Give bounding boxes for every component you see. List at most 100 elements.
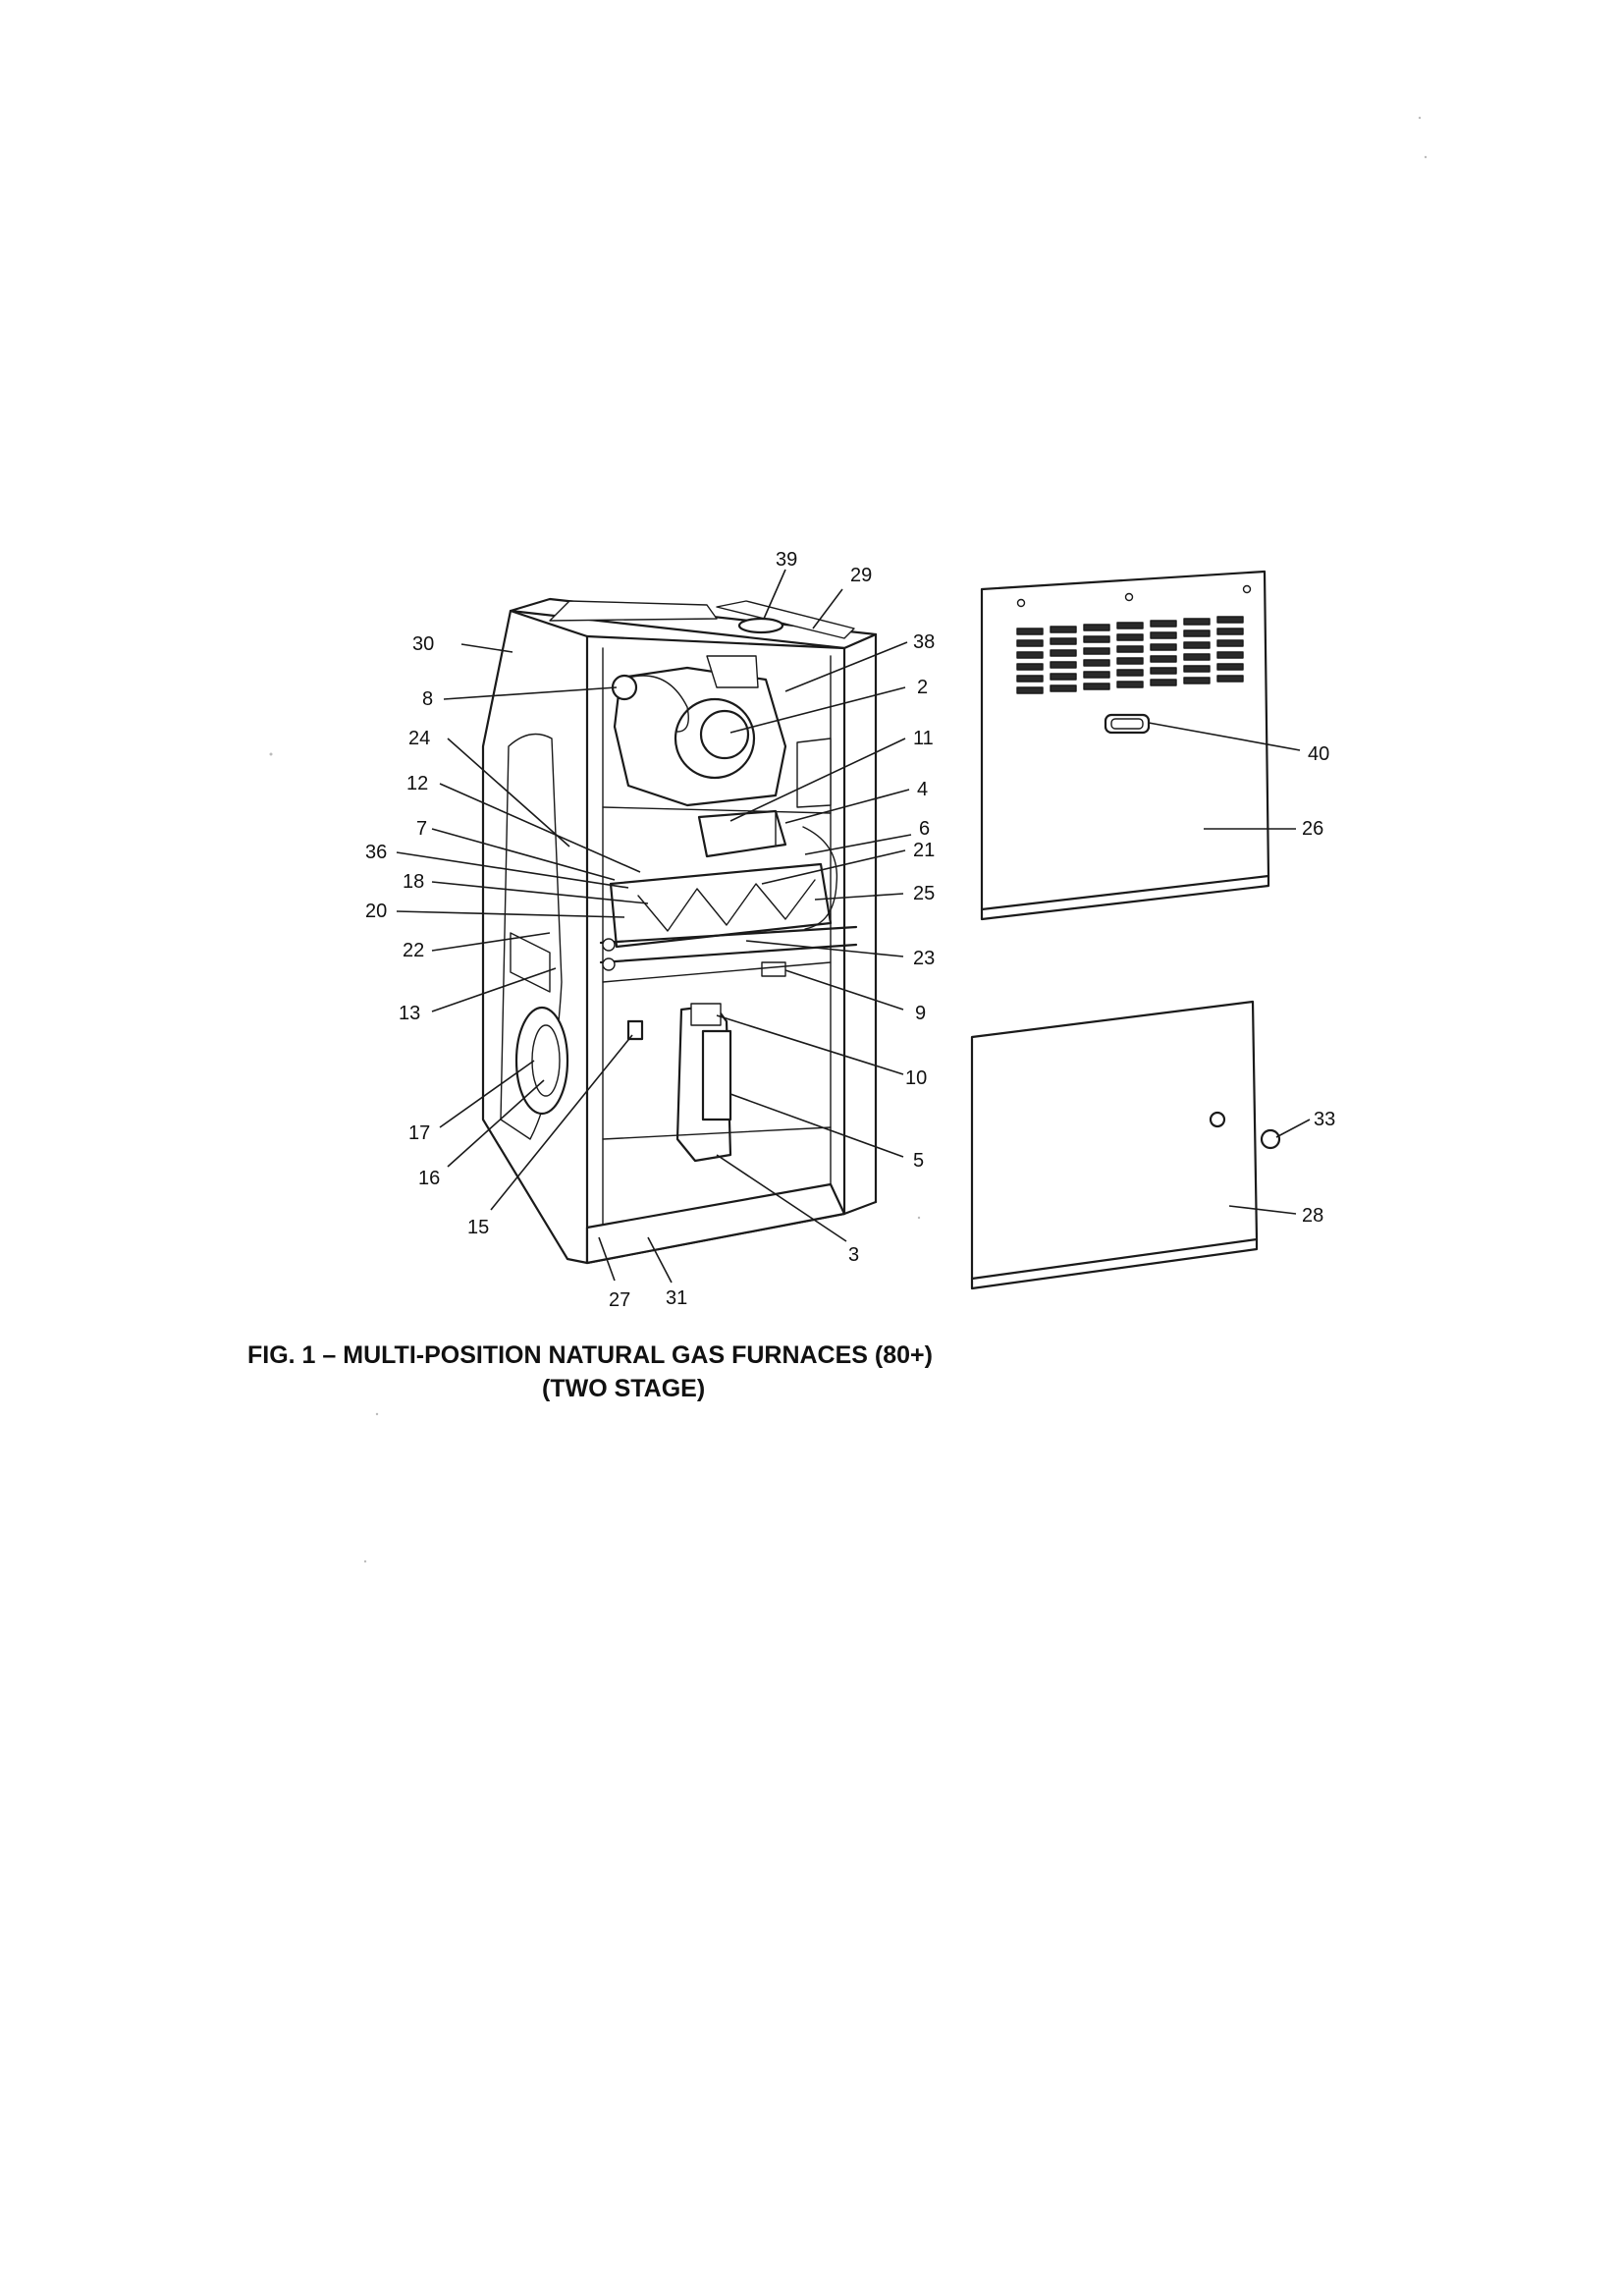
leader-12 xyxy=(439,783,641,873)
callout-20: 20 xyxy=(365,901,387,922)
top-flange xyxy=(549,600,718,622)
callout-11: 11 xyxy=(913,728,934,749)
callout-28: 28 xyxy=(1302,1205,1323,1227)
louver-slot xyxy=(1150,655,1177,663)
louver-slot xyxy=(1083,624,1110,631)
leader-28 xyxy=(1228,1205,1297,1215)
leader-10 xyxy=(716,1014,904,1075)
leader-11 xyxy=(729,738,906,822)
lower-door-panel xyxy=(970,1000,1259,1281)
cabinet-left-side xyxy=(481,609,589,1265)
leader-22 xyxy=(431,932,551,952)
louver-slot xyxy=(1216,675,1244,683)
leader-3 xyxy=(716,1154,847,1242)
callout-38: 38 xyxy=(913,631,935,653)
callout-12: 12 xyxy=(406,773,428,794)
callout-22: 22 xyxy=(403,940,424,961)
louver-slot xyxy=(1216,616,1244,624)
louver-slot xyxy=(1216,651,1244,659)
door-screw-2 xyxy=(1124,592,1134,602)
louver-slot xyxy=(1050,626,1077,633)
leader-13 xyxy=(431,967,557,1012)
louver-slot xyxy=(1216,628,1244,635)
louver-slot xyxy=(1150,643,1177,651)
callout-24: 24 xyxy=(408,728,430,749)
louver-slot xyxy=(1183,618,1211,626)
louver-slot xyxy=(1083,659,1110,667)
leader-33 xyxy=(1275,1119,1311,1138)
louver-slot xyxy=(1183,665,1211,673)
door-screw-1 xyxy=(1016,598,1026,608)
burner-shelf xyxy=(602,961,832,983)
louver-slot xyxy=(1083,647,1110,655)
louver-slot xyxy=(1050,661,1077,669)
door-knob xyxy=(1260,1128,1281,1150)
manifold-pipe xyxy=(599,925,858,945)
callout-3: 3 xyxy=(848,1244,859,1266)
louver-slot xyxy=(1116,645,1144,653)
gas-tube-loop xyxy=(802,826,838,930)
furnace-cabinet xyxy=(481,597,878,1265)
leader-15 xyxy=(490,1034,633,1211)
leader-30 xyxy=(460,643,513,653)
leader-39 xyxy=(763,569,786,620)
blower-assembly xyxy=(510,932,569,1116)
callout-8: 8 xyxy=(422,688,433,710)
callout-13: 13 xyxy=(399,1003,420,1024)
side-return-opening xyxy=(500,733,563,1140)
louver-slot xyxy=(1083,671,1110,679)
callout-10: 10 xyxy=(905,1067,927,1089)
louver-slot xyxy=(1116,633,1144,641)
leader-8 xyxy=(443,686,618,700)
leader-31 xyxy=(647,1236,673,1284)
callout-18: 18 xyxy=(403,871,424,893)
louver-slot xyxy=(1050,684,1077,692)
inducer-divider xyxy=(602,806,832,814)
leader-20 xyxy=(396,910,625,918)
callout-7: 7 xyxy=(416,818,427,840)
callout-21: 21 xyxy=(913,840,935,861)
leader-24 xyxy=(447,738,570,847)
louver-slot xyxy=(1116,669,1144,677)
callout-26: 26 xyxy=(1302,818,1323,840)
junction-box xyxy=(697,809,787,858)
louver-slot xyxy=(1016,663,1044,671)
filter-rail xyxy=(510,932,551,993)
louver-slot xyxy=(1183,641,1211,649)
door-screw-3 xyxy=(1242,584,1252,594)
callout-23: 23 xyxy=(913,948,935,969)
manifold-end-1 xyxy=(602,938,616,952)
louver-slot xyxy=(1016,628,1044,635)
callout-27: 27 xyxy=(609,1289,630,1311)
burner-section xyxy=(599,738,858,983)
leader-18 xyxy=(431,881,649,904)
leader-6 xyxy=(804,834,912,855)
louver-slot xyxy=(1116,657,1144,665)
callout-39: 39 xyxy=(776,549,797,571)
callout-40: 40 xyxy=(1308,743,1329,765)
leader-25 xyxy=(814,893,904,901)
door-louvers xyxy=(1016,616,1244,694)
door-switch xyxy=(626,1019,644,1041)
inducer-assembly xyxy=(602,655,832,814)
louver-slot xyxy=(1150,620,1177,628)
louver-slot xyxy=(1083,683,1110,690)
leader-17 xyxy=(439,1060,535,1128)
module-top xyxy=(690,1003,722,1026)
louver-slot xyxy=(1150,631,1177,639)
pressure-switch-tube xyxy=(627,675,689,733)
vent-collar xyxy=(737,617,784,634)
burner-box xyxy=(609,862,833,949)
leader-40 xyxy=(1148,722,1301,751)
lower-door xyxy=(970,1000,1281,1290)
callout-30: 30 xyxy=(412,633,434,655)
side-box xyxy=(796,738,832,808)
scan-specks xyxy=(269,116,1428,1563)
louver-slot xyxy=(1016,639,1044,647)
louver-slot xyxy=(1183,629,1211,637)
limit-switch xyxy=(761,961,786,977)
leader-21 xyxy=(761,849,906,885)
leader-29 xyxy=(812,588,843,629)
leader-36 xyxy=(396,851,629,889)
